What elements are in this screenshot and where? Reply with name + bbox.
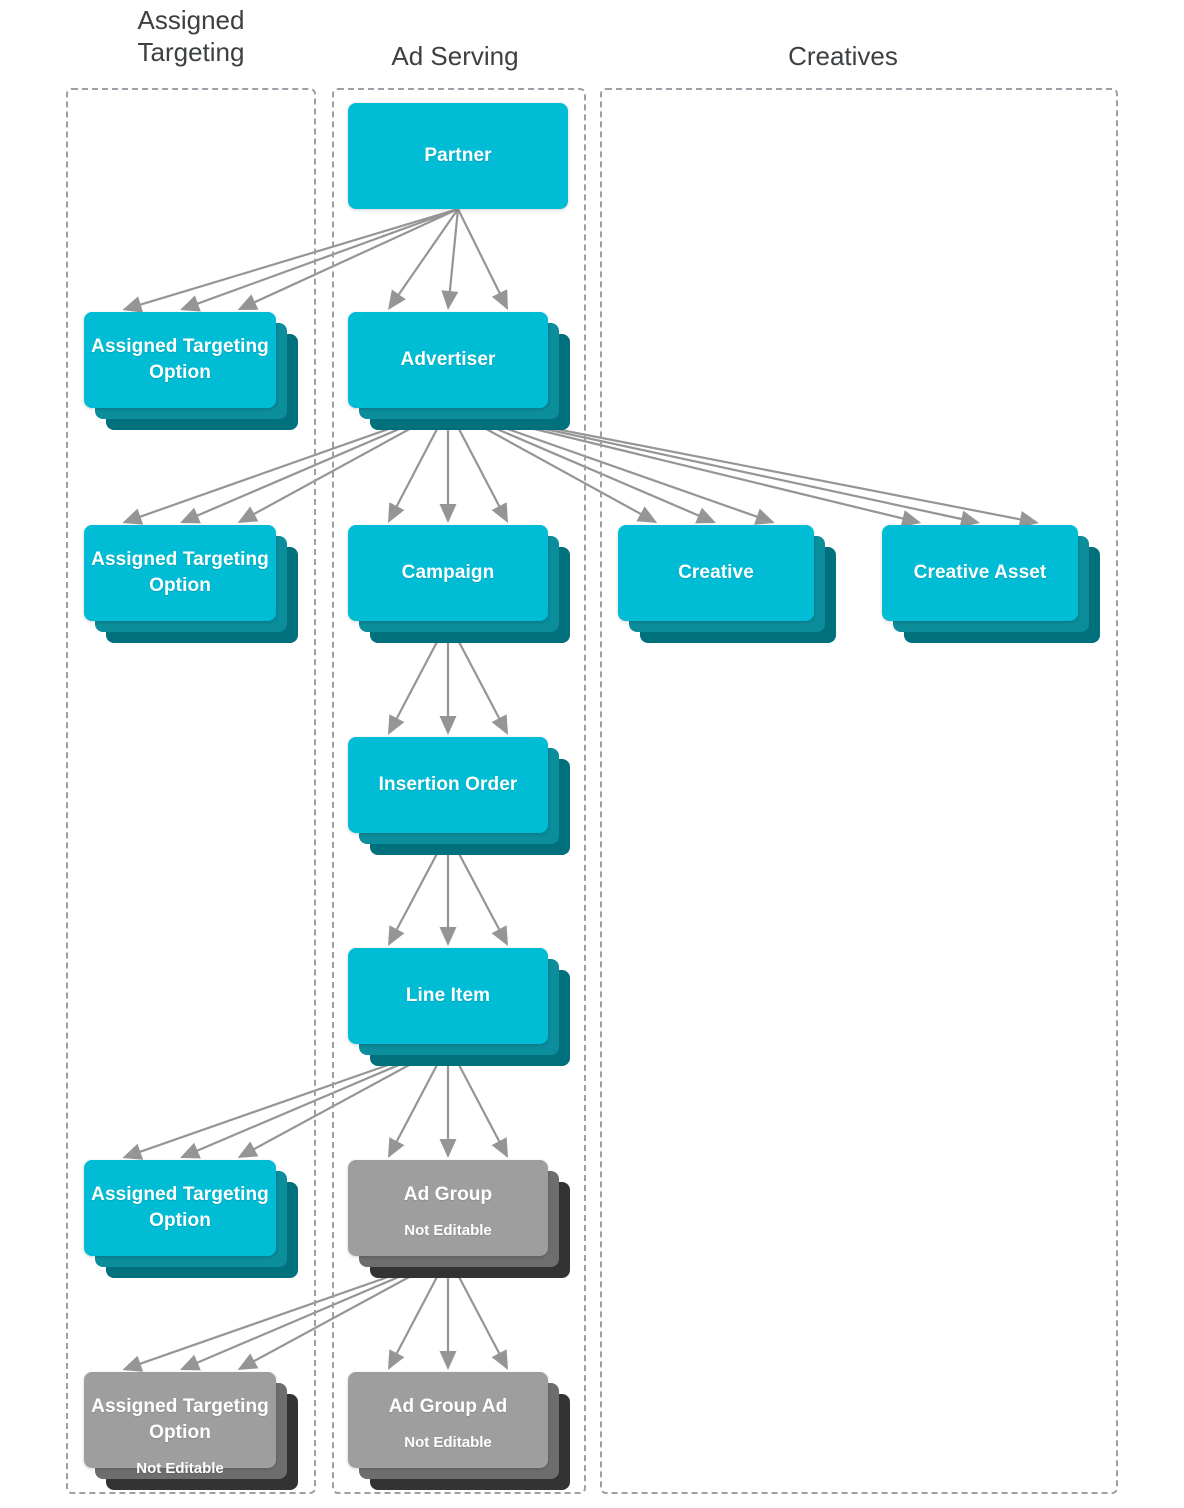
node-title: Partner bbox=[424, 145, 492, 166]
node-card[interactable]: Insertion Order bbox=[348, 737, 548, 833]
column-header-assigned-targeting: Assigned Targeting bbox=[137, 5, 245, 67]
node-title: Creative Asset bbox=[913, 562, 1047, 583]
node-title: Insertion Order bbox=[378, 774, 518, 795]
node-card[interactable]: Assigned Targeting Option bbox=[84, 525, 276, 621]
node-card[interactable]: Advertiser bbox=[348, 312, 548, 408]
node-title: Advertiser bbox=[400, 349, 496, 370]
node-card[interactable]: Assigned Targeting Option bbox=[84, 1160, 276, 1256]
swimlane-creatives bbox=[600, 88, 1118, 1494]
column-header-creatives: Creatives bbox=[788, 41, 898, 71]
node-ato-partner[interactable]: Assigned Targeting Option bbox=[84, 312, 298, 430]
swimlane-assigned-targeting bbox=[66, 88, 316, 1494]
node-title: Assigned Targeting Option bbox=[91, 1396, 269, 1443]
node-creative[interactable]: Creative bbox=[618, 525, 836, 643]
node-insertion-order[interactable]: Insertion Order bbox=[348, 737, 570, 855]
node-card[interactable]: Creative bbox=[618, 525, 814, 621]
node-card[interactable]: Partner bbox=[348, 103, 568, 209]
node-ato-advertiser[interactable]: Assigned Targeting Option bbox=[84, 525, 298, 643]
node-card[interactable]: Ad Group Ad Not Editable bbox=[348, 1372, 548, 1468]
node-partner[interactable]: Partner bbox=[348, 103, 568, 209]
node-advertiser[interactable]: Advertiser bbox=[348, 312, 570, 430]
node-card[interactable]: Assigned Targeting Option bbox=[84, 312, 276, 408]
node-title: Assigned Targeting Option bbox=[91, 336, 269, 383]
node-campaign[interactable]: Campaign bbox=[348, 525, 570, 643]
swimlane-ad-serving bbox=[332, 88, 586, 1494]
node-ato-lineitem[interactable]: Assigned Targeting Option bbox=[84, 1160, 298, 1278]
node-title: Campaign bbox=[401, 562, 495, 583]
column-header-ad-serving: Ad Serving bbox=[391, 41, 519, 71]
node-line-item[interactable]: Line Item bbox=[348, 948, 570, 1066]
node-title: Assigned Targeting Option bbox=[91, 1184, 269, 1231]
node-title: Ad Group bbox=[403, 1184, 493, 1205]
node-subtitle: Not Editable bbox=[404, 1222, 492, 1239]
node-card[interactable]: Line Item bbox=[348, 948, 548, 1044]
node-title: Ad Group Ad bbox=[388, 1396, 508, 1417]
node-card[interactable]: Campaign bbox=[348, 525, 548, 621]
node-title: Line Item bbox=[405, 985, 491, 1006]
node-card[interactable]: Creative Asset bbox=[882, 525, 1078, 621]
node-subtitle: Not Editable bbox=[136, 1460, 224, 1477]
node-ad-group-ad[interactable]: Ad Group Ad Not Editable bbox=[348, 1372, 570, 1490]
node-subtitle: Not Editable bbox=[404, 1434, 492, 1451]
node-creative-asset[interactable]: Creative Asset bbox=[882, 525, 1100, 643]
node-title: Assigned Targeting Option bbox=[91, 549, 269, 596]
node-title: Creative bbox=[678, 562, 754, 583]
